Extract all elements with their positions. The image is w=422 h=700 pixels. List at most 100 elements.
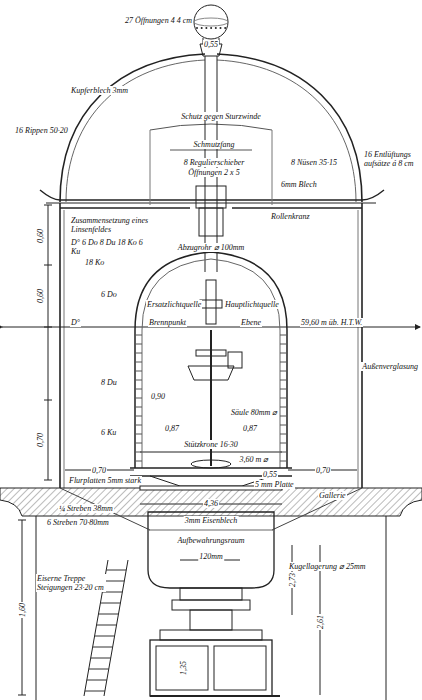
prism-ring bbox=[135, 434, 142, 435]
drawing-stroke bbox=[66, 60, 205, 202]
drawing-stroke bbox=[36, 516, 37, 700]
pedestal bbox=[150, 588, 280, 696]
prism-ring bbox=[135, 461, 142, 462]
hole bbox=[220, 27, 222, 29]
dimension-label: 1,35 bbox=[179, 660, 188, 676]
prism-ring bbox=[280, 434, 287, 435]
drawing-stroke bbox=[214, 646, 266, 690]
drawing-label: Abzugrohr ⌀ 100mm bbox=[177, 243, 245, 252]
drawing-stroke bbox=[194, 18, 228, 26]
prism-ring bbox=[135, 425, 142, 426]
drawing-label: 0,90 bbox=[150, 392, 166, 401]
stair-step bbox=[106, 570, 126, 571]
drawing-stroke bbox=[104, 560, 128, 696]
drawing-label: 0,87 bbox=[164, 424, 180, 433]
drawing-label: Zusammensetzung eines Linsenfeldes bbox=[70, 216, 154, 234]
drawing-label: 0,87 bbox=[242, 424, 258, 433]
prism-ring bbox=[280, 380, 287, 381]
prism-ring bbox=[280, 362, 287, 363]
drawing-stroke bbox=[361, 203, 363, 488]
lens-apparatus bbox=[130, 252, 292, 486]
dome bbox=[40, 54, 384, 208]
prism-ring bbox=[135, 389, 142, 390]
hole bbox=[201, 27, 203, 29]
drawing-stroke bbox=[18, 695, 26, 696]
dimension-label: 0,60 bbox=[36, 288, 45, 304]
prism-ring bbox=[280, 461, 287, 462]
drawing-stroke bbox=[200, 300, 222, 308]
prism-ring bbox=[280, 353, 287, 354]
drawing-label: 27 Öffnungen 4 4 cm bbox=[124, 16, 193, 25]
drawing-stroke bbox=[148, 512, 274, 588]
drawing-label: Kupferblech 3mm bbox=[70, 86, 129, 95]
prism-ring bbox=[280, 416, 287, 417]
drawing-label: Ersatzlichtquelle bbox=[146, 300, 202, 309]
dimension-label: 0,60 bbox=[36, 228, 45, 244]
drawing-stroke bbox=[150, 130, 151, 205]
drawing-stroke bbox=[44, 400, 52, 401]
drawing-label: 0,70 bbox=[315, 466, 331, 475]
drawing-stroke bbox=[194, 5, 228, 39]
drawing-label: D° bbox=[70, 318, 81, 327]
prism-ring bbox=[135, 407, 142, 408]
prism-ring bbox=[135, 398, 142, 399]
drawing-stroke bbox=[60, 207, 190, 209]
drawing-label: Säule 80mm ⌀ bbox=[230, 408, 278, 417]
drawing-label: Stützkrone 16·30 bbox=[183, 440, 238, 449]
drawing-stroke bbox=[59, 203, 61, 488]
drawing-stroke bbox=[217, 60, 356, 202]
prism-ring bbox=[135, 335, 142, 336]
drawing-label: 0,55 bbox=[203, 40, 219, 49]
drawing-label: Außenverglasung bbox=[361, 362, 419, 371]
hole bbox=[210, 27, 212, 29]
prism-ring bbox=[135, 416, 142, 417]
prism-ring bbox=[135, 380, 142, 381]
drawing-stroke bbox=[150, 695, 280, 697]
dimension-label: 2,61 bbox=[316, 614, 325, 630]
dimension-label: 1,60 bbox=[18, 602, 27, 618]
drawing-label: 16 Entlüftungs aufsätze á 8 cm bbox=[363, 150, 419, 168]
prism-ring bbox=[280, 398, 287, 399]
drawing-label: Eiserne Treppe Steigungen 23·20 cm bbox=[36, 574, 106, 592]
dimension-label: 0,70 bbox=[36, 432, 45, 448]
storage-tank bbox=[148, 512, 274, 588]
prism-ring bbox=[135, 344, 142, 345]
prism-ring bbox=[280, 335, 287, 336]
drawing-stroke bbox=[44, 265, 52, 266]
lantern-walls bbox=[60, 203, 362, 488]
drawing-label: 3,60 m ⌀ bbox=[239, 455, 270, 464]
prism-ring bbox=[280, 344, 287, 345]
dimension-label: 2,73 bbox=[288, 572, 297, 588]
drawing-label: 8 Regulierschieber bbox=[183, 158, 246, 167]
hole bbox=[215, 27, 217, 29]
stair-step bbox=[91, 658, 111, 659]
drawing-label: Gallerie bbox=[318, 491, 347, 500]
drawing-label: 8 Du bbox=[100, 378, 118, 387]
drawing-stroke bbox=[196, 186, 226, 208]
drawing-stroke bbox=[48, 205, 49, 480]
drawing-label: 8 Nüsen 35·15 bbox=[290, 158, 338, 167]
drawing-label: Brennpunkt bbox=[148, 318, 187, 327]
drawing-label: Hauptlichtquelle bbox=[224, 300, 280, 309]
drawing-label: Flurplatten 5mm stark bbox=[68, 476, 142, 485]
drawing-stroke bbox=[272, 130, 273, 205]
drawing-stroke bbox=[190, 610, 232, 630]
drawing-stroke bbox=[196, 27, 226, 29]
drawing-stroke bbox=[172, 600, 250, 610]
stair-step bbox=[98, 614, 118, 615]
drawing-stroke bbox=[232, 207, 362, 209]
drawing-label: Schutz gegen Sturzwinde bbox=[180, 112, 262, 121]
drawing-stroke bbox=[170, 150, 252, 151]
stair-step bbox=[97, 625, 117, 626]
drawing-stroke bbox=[206, 280, 216, 324]
drawing-stroke bbox=[64, 210, 65, 488]
drawing-stroke bbox=[135, 252, 287, 468]
stair-step bbox=[95, 636, 115, 637]
drawing-stroke bbox=[156, 646, 208, 690]
stair-step bbox=[100, 603, 120, 604]
drawing-label: Rollenkranz bbox=[270, 212, 311, 221]
drawing-stroke bbox=[191, 460, 231, 468]
ventilator-ball bbox=[194, 5, 228, 56]
drawing-label: 4,36 bbox=[203, 499, 219, 508]
